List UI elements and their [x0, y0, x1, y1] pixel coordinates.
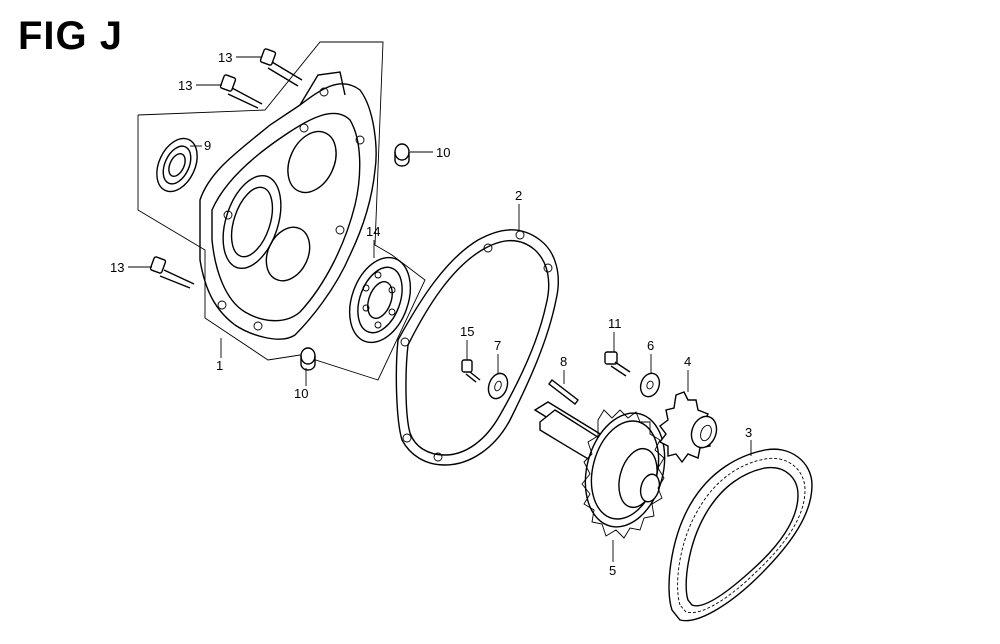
part-11-bolt [604, 351, 631, 377]
part-8-key [548, 379, 579, 405]
part-2-gasket [395, 229, 559, 466]
callout-number: 6 [647, 338, 654, 353]
callout-number: 13 [218, 50, 232, 65]
callout-9: 9 [190, 138, 211, 153]
part-6-washer [639, 372, 661, 398]
callout-2: 2 [515, 188, 522, 230]
callout-1: 1 [216, 338, 223, 373]
part-4-small-sprocket [658, 391, 718, 464]
part-10-dowel-bottom [300, 347, 316, 371]
callout-number: 11 [608, 316, 622, 331]
callout-10-top: 10 [410, 145, 450, 160]
part-15-bolt [461, 359, 481, 383]
callout-3: 3 [745, 425, 752, 456]
callout-number: 3 [745, 425, 752, 440]
part-14-bearing [348, 256, 412, 344]
callout-number: 15 [460, 324, 474, 339]
part-1-case-cover [137, 41, 426, 381]
callout-5: 5 [609, 540, 616, 578]
callout-6: 6 [647, 338, 654, 374]
callout-number: 1 [216, 358, 223, 373]
callout-15: 15 [460, 324, 474, 360]
callout-13-lower: 13 [110, 260, 152, 275]
callout-number: 13 [178, 78, 192, 93]
callout-number: 2 [515, 188, 522, 203]
callout-14: 14 [366, 224, 380, 258]
callout-number: 8 [560, 354, 567, 369]
part-3-chain [668, 448, 813, 622]
callout-number: 13 [110, 260, 124, 275]
callout-11: 11 [608, 316, 622, 352]
callout-number: 9 [204, 138, 211, 153]
part-13-bolt-middle [219, 74, 263, 109]
callout-8: 8 [560, 354, 567, 384]
callout-13-middle: 13 [178, 78, 222, 93]
callout-number: 7 [494, 338, 501, 353]
figure-title: FIG J [18, 14, 124, 58]
part-9-oil-seal [156, 137, 198, 193]
callout-13-top: 13 [218, 50, 261, 65]
callout-7: 7 [494, 338, 501, 374]
part-7-washer [487, 372, 509, 400]
callout-number: 10 [294, 386, 308, 401]
part-13-bolt-top [259, 48, 303, 87]
callout-10-bottom: 10 [294, 368, 308, 401]
callout-4: 4 [684, 354, 691, 392]
callout-number: 14 [366, 224, 380, 239]
part-13-bolt-lower [149, 256, 195, 289]
callout-number: 4 [684, 354, 691, 369]
part-5-shaft-sprocket [533, 401, 666, 539]
part-10-dowel-top [394, 143, 410, 167]
callout-number: 5 [609, 563, 616, 578]
callout-number: 10 [436, 145, 450, 160]
